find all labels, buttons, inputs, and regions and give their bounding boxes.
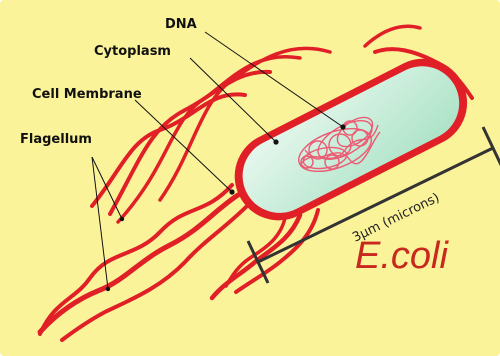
organism-title: E.coli [355,235,449,277]
cytoplasm-label: Cytoplasm [94,44,171,59]
cell-membrane-label: Cell Membrane [32,87,142,102]
flagellum-label: Flagellum [20,132,92,147]
dna-label: DNA [165,17,197,32]
